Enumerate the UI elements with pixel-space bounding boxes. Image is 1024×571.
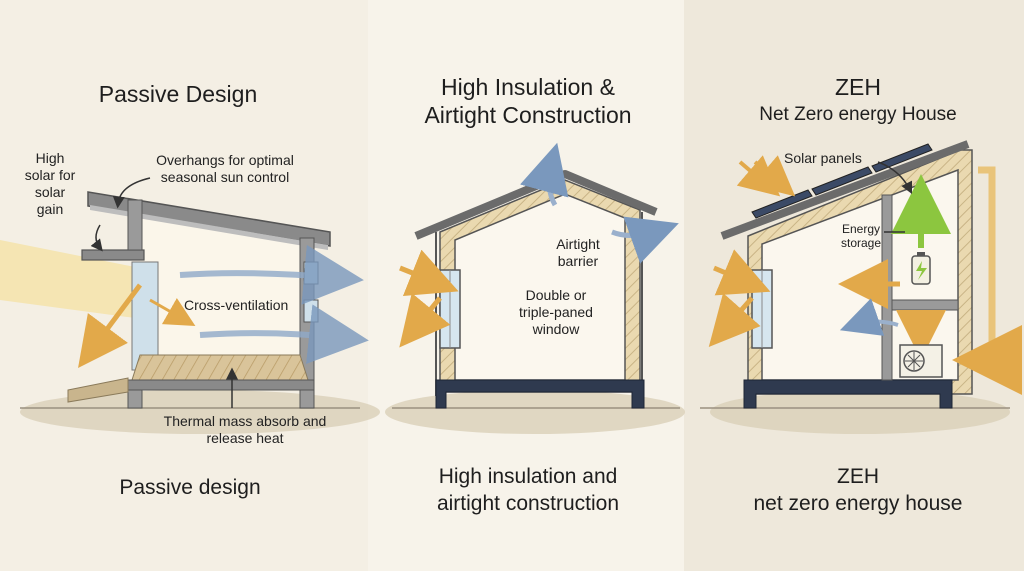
energy-storage-label: Energy storage [840, 222, 882, 250]
solar-panel-icon [751, 143, 933, 219]
sun-arrow-icon [399, 249, 459, 297]
passive-design-caption: Passive design [119, 476, 261, 499]
zeh-house [708, 140, 1022, 409]
zeh-caption: ZEH net zero energy house [718, 463, 998, 517]
airflow-arrow-icon [199, 304, 369, 365]
high-solar-label: High solar for solar gain [24, 150, 76, 217]
cross-ventilation-label: Cross-ventilation [184, 297, 289, 313]
zeh-caption-line2: net zero energy house [753, 492, 963, 515]
zeh-title-line2: Net Zero energy House [759, 104, 957, 125]
sun-arrow-icon [751, 155, 796, 197]
sun-arrow-icon [736, 155, 781, 197]
airtight-barrier-label: Airtight barrier [556, 236, 600, 269]
zeh-title-line1: ZEH [835, 74, 881, 100]
ground-shadows [20, 390, 1010, 434]
high-insulation-caption-line2: airtight construction [436, 492, 620, 515]
battery-icon [911, 252, 931, 285]
solar-panels-label: Solar panels [784, 150, 862, 166]
sun-glow [0, 240, 150, 320]
heat-pump-icon [899, 344, 943, 378]
high-insulation-title: High Insulation & Airtight Construction [388, 73, 668, 129]
thermal-mass-label: Thermal mass absorb and release heat [163, 413, 327, 446]
passive-design-title: Passive Design [98, 81, 258, 107]
high-insulation-caption-line1: High insulation and [438, 465, 618, 488]
window-label: Double or triple-paned window [519, 287, 593, 337]
high-insulation-title-line1: High Insulation & [441, 74, 615, 100]
zeh-title: ZEH Net Zero energy House [718, 73, 998, 129]
zeh-caption-line1: ZEH [837, 465, 879, 488]
sun-arrow-icon [708, 292, 761, 347]
passive-house [0, 177, 369, 409]
airflow-arrow-icon [520, 142, 569, 207]
overhangs-label: Overhangs for optimal seasonal sun contr… [156, 152, 294, 185]
high-insulation-title-line2: Airtight Construction [424, 102, 632, 128]
high-insulation-caption: High insulation and airtight constructio… [398, 463, 658, 517]
sun-arrow-icon [78, 283, 143, 369]
sun-arrow-icon [399, 292, 451, 348]
insulated-house [399, 142, 679, 409]
airflow-arrow-icon [179, 244, 364, 305]
airflow-arrow-icon [611, 216, 679, 264]
airflow-arrow-icon [839, 298, 899, 336]
sun-arrow-icon [713, 249, 771, 296]
